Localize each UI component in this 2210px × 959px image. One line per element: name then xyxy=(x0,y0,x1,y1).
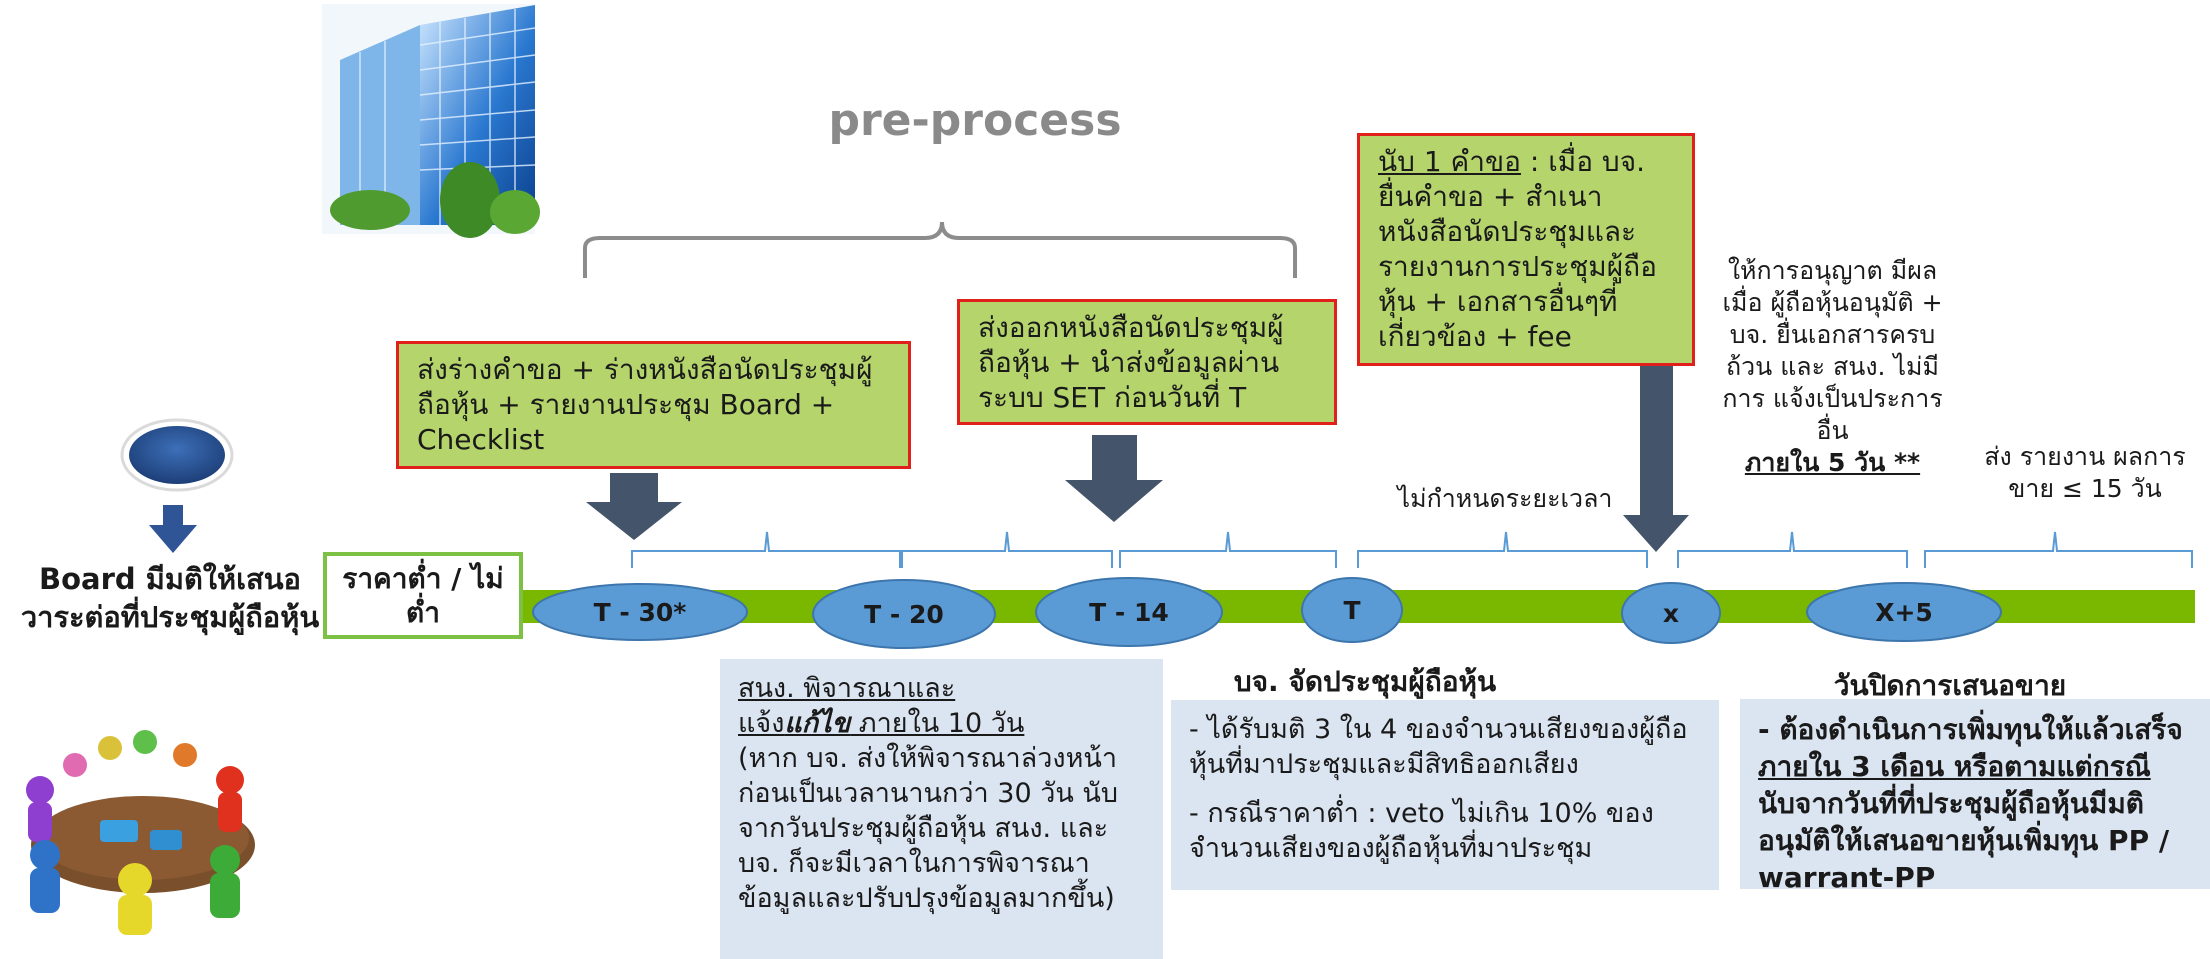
count-request-label: นับ 1 คำขอ xyxy=(1378,145,1521,178)
sec-review-head1: สนง. พิจารณาและ xyxy=(738,673,956,704)
close-offer-box: - ต้องดำเนินการเพิ่มทุนให้แล้วเสร็จภายใน… xyxy=(1740,699,2210,894)
timeline-label-t30: T - 30* xyxy=(593,597,687,627)
down-arrow-notice xyxy=(1065,435,1163,522)
close-offer-part1: - ต้องดำเนินการเพิ่มทุนให้แล้วเสร็จ xyxy=(1758,713,2183,746)
price-box: ราคาต่ำ / ไม่ต่ำ xyxy=(323,552,523,639)
timeline-label-t: T xyxy=(1343,595,1361,625)
top-brace xyxy=(583,221,1297,278)
close-offer-heading: วันปิดการเสนอขาย xyxy=(1833,669,2067,702)
board-label: Board xyxy=(39,562,136,596)
sec-review-head2c: ภายใน 10 วัน xyxy=(850,708,1025,739)
down-arrow-request xyxy=(1623,365,1689,552)
down-arrow-draft xyxy=(586,473,682,540)
no-time-limit-label: ไม่กำหนดระยะเวลา xyxy=(1397,484,1613,513)
sec-review-head2a: แจ้ง xyxy=(738,708,785,739)
ellipse-t20 xyxy=(812,579,996,649)
timeline-ellipses xyxy=(532,577,2002,649)
diagram-title: pre-process xyxy=(828,95,1122,146)
count-request-text: : เมื่อ บจ. ยื่นคำขอ + สำเนาหนังสือนัดปร… xyxy=(1378,145,1657,353)
timeline-label-t14: T - 14 xyxy=(1089,597,1169,627)
meeting-point1: - ได้รับมติ 3 ใน 4 ของจำนวนเสียงของผู้ถื… xyxy=(1189,714,1688,780)
meeting-heading: บจ. จัดประชุมผู้ถือหุ้น xyxy=(1233,665,1497,698)
timeline-label-x: x xyxy=(1662,598,1680,628)
building-image xyxy=(322,4,540,238)
meeting-point2: - กรณีราคาต่ำ : veto ไม่เกิน 10% ของจำนว… xyxy=(1189,798,1654,864)
timeline-label-t20: T - 20 xyxy=(864,599,944,629)
ellipse-t14 xyxy=(1035,577,1223,647)
close-offer-part2: ภายใน 3 เดือน หรือตามแต่กรณี xyxy=(1758,750,2151,783)
board-resolution-rest: มีมติให้เสนอวาระต่อที่ประชุมผู้ถือหุ้น xyxy=(20,562,320,634)
timeline-label-x5: X+5 xyxy=(1875,597,1933,627)
ellipse-t30 xyxy=(532,583,748,641)
ellipse-x xyxy=(1621,582,1721,644)
meeting-box: - ได้รับมติ 3 ใน 4 ของจำนวนเสียงของผู้ถื… xyxy=(1171,700,1719,890)
meeting-image xyxy=(8,717,280,939)
sales-report-note: ส่ง รายงาน ผลการขาย ≤ 15 วัน xyxy=(1984,442,2186,503)
sec-review-body: (หาก บจ. ส่งให้พิจารณาล่วงหน้าก่อนเป็นเว… xyxy=(738,743,1119,914)
permit-note-deadline: ภายใน 5 วัน ** xyxy=(1744,448,1921,477)
permit-note-text: ให้การอนุญาต มีผลเมื่อ ผู้ถือหุ้นอนุมัติ… xyxy=(1722,256,1943,445)
box-draft-request: ส่งร่างคำขอ + ร่างหนังสือนัดประชุมผู้ถือ… xyxy=(396,341,911,469)
close-offer-part3: นับจากวันที่ที่ประชุมผู้ถือหุ้นมีมติอนุม… xyxy=(1758,787,2170,894)
down-arrow-board xyxy=(149,505,197,553)
interval-brackets xyxy=(631,531,2193,568)
sec-review-box: สนง. พิจารณาและ แจ้งแก้ไข ภายใน 10 วัน (… xyxy=(720,659,1163,959)
box-send-notice: ส่งออกหนังสือนัดประชุมผู้ถือหุ้น + นำส่ง… xyxy=(957,299,1337,425)
board-resolution-text: Board มีมติให้เสนอวาระต่อที่ประชุมผู้ถือ… xyxy=(20,560,320,636)
ellipse-t xyxy=(1301,577,1403,643)
box-count-request: นับ 1 คำขอ : เมื่อ บจ. ยื่นคำขอ + สำเนาห… xyxy=(1357,133,1695,366)
sec-review-head2b: แก้ไข xyxy=(784,708,851,739)
ellipse-x5 xyxy=(1806,582,2002,642)
permit-note: ให้การอนุญาต มีผลเมื่อ ผู้ถือหุ้นอนุมัติ… xyxy=(1715,255,1950,479)
